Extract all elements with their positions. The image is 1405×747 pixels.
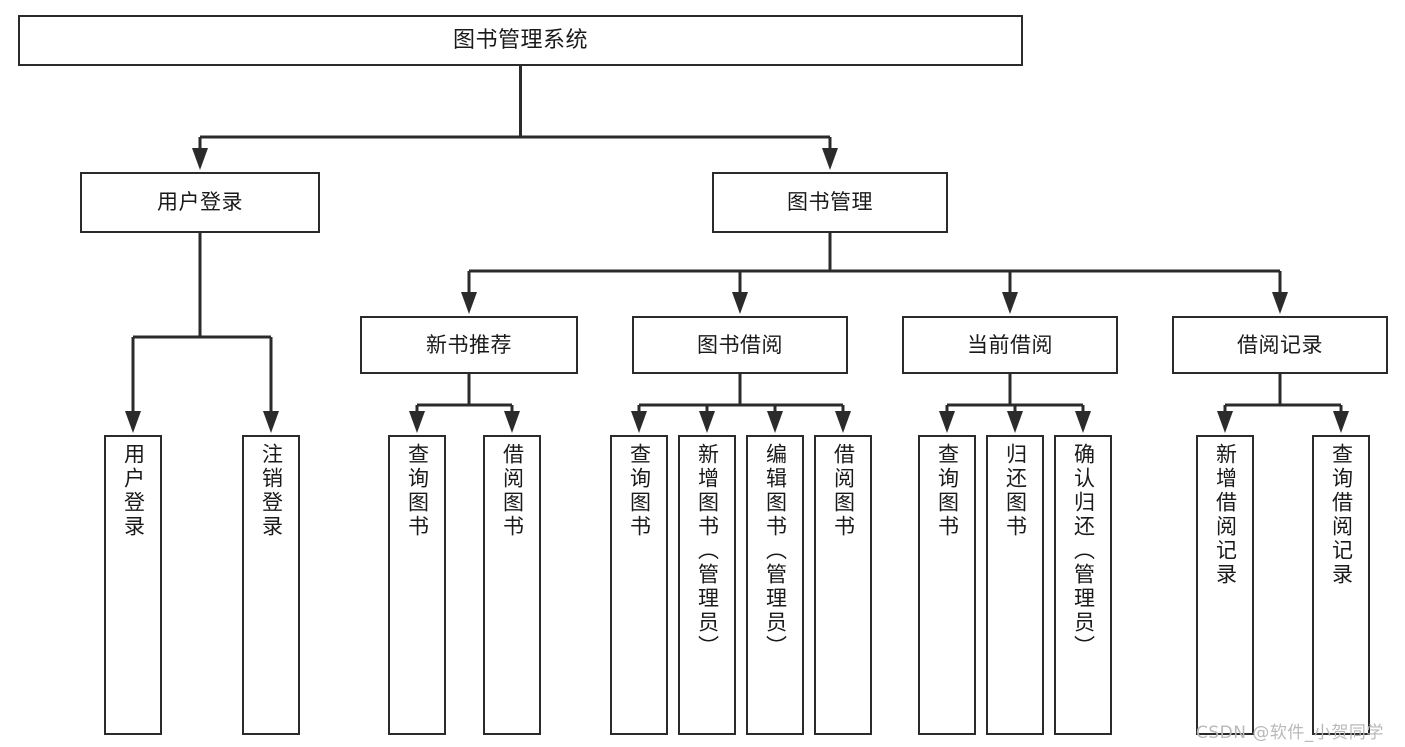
node-root[interactable]: 图书管理系统 — [18, 15, 1023, 66]
node-label-l-cu-confirm: 确认归还（管理员） — [1071, 443, 1096, 659]
arrowhead-l-cu-query — [939, 411, 955, 433]
arrowhead-bookmgmt — [822, 148, 838, 170]
arrowhead-l-nb-query — [409, 411, 425, 433]
node-l-bw-add[interactable]: 新增图书（管理员） — [678, 435, 736, 735]
node-label-l-nb-query: 查询图书 — [405, 443, 430, 539]
node-bookmgmt[interactable]: 图书管理 — [712, 172, 948, 233]
arrowhead-l-login — [125, 411, 141, 433]
node-newbook[interactable]: 新书推荐 — [360, 316, 578, 374]
node-l-nb-query[interactable]: 查询图书 — [388, 435, 446, 735]
node-label-borrow: 图书借阅 — [697, 332, 783, 357]
node-records[interactable]: 借阅记录 — [1172, 316, 1388, 374]
arrowhead-records — [1272, 292, 1288, 314]
arrowhead-l-bw-edit — [767, 411, 783, 433]
node-l-rc-add[interactable]: 新增借阅记录 — [1196, 435, 1254, 735]
node-l-bw-lend[interactable]: 借阅图书 — [814, 435, 872, 735]
arrowhead-l-bw-lend — [835, 411, 851, 433]
node-label-l-rc-query: 查询借阅记录 — [1329, 443, 1354, 587]
node-borrow[interactable]: 图书借阅 — [632, 316, 848, 374]
arrowhead-newbook — [461, 292, 477, 314]
node-label-l-cu-return: 归还图书 — [1003, 443, 1028, 539]
arrowhead-current — [1002, 292, 1018, 314]
node-label-l-login: 用户登录 — [121, 443, 146, 539]
node-label-l-cu-query: 查询图书 — [935, 443, 960, 539]
node-label-root: 图书管理系统 — [452, 27, 588, 53]
node-label-current: 当前借阅 — [967, 332, 1053, 357]
node-l-cu-return[interactable]: 归还图书 — [986, 435, 1044, 735]
node-label-records: 借阅记录 — [1237, 332, 1323, 357]
node-l-nb-borrow[interactable]: 借阅图书 — [483, 435, 541, 735]
arrowhead-l-rc-query — [1333, 411, 1349, 433]
node-l-cu-query[interactable]: 查询图书 — [918, 435, 976, 735]
arrowhead-l-bw-add — [699, 411, 715, 433]
node-label-l-rc-add: 新增借阅记录 — [1213, 443, 1238, 587]
node-l-bw-query[interactable]: 查询图书 — [610, 435, 668, 735]
node-l-bw-edit[interactable]: 编辑图书（管理员） — [746, 435, 804, 735]
arrowhead-login — [192, 148, 208, 170]
node-label-l-bw-edit: 编辑图书（管理员） — [763, 443, 788, 659]
node-label-newbook: 新书推荐 — [426, 332, 512, 357]
arrowhead-l-bw-query — [631, 411, 647, 433]
node-login[interactable]: 用户登录 — [80, 172, 320, 233]
arrowhead-l-rc-add — [1217, 411, 1233, 433]
node-label-bookmgmt: 图书管理 — [787, 190, 873, 215]
arrowhead-l-logout — [263, 411, 279, 433]
arrowhead-l-cu-confirm — [1075, 411, 1091, 433]
node-current[interactable]: 当前借阅 — [902, 316, 1118, 374]
node-l-logout[interactable]: 注销登录 — [242, 435, 300, 735]
arrowhead-l-nb-borrow — [504, 411, 520, 433]
node-label-login: 用户登录 — [157, 190, 243, 215]
watermark: CSDN @软件_小贺同学 — [1196, 723, 1384, 743]
node-label-l-logout: 注销登录 — [259, 443, 284, 539]
node-label-l-bw-add: 新增图书（管理员） — [695, 443, 720, 659]
arrowhead-borrow — [732, 292, 748, 314]
node-l-rc-query[interactable]: 查询借阅记录 — [1312, 435, 1370, 735]
node-l-login[interactable]: 用户登录 — [104, 435, 162, 735]
arrowhead-l-cu-return — [1007, 411, 1023, 433]
node-label-l-bw-query: 查询图书 — [627, 443, 652, 539]
node-label-l-nb-borrow: 借阅图书 — [500, 443, 525, 539]
node-label-l-bw-lend: 借阅图书 — [831, 443, 856, 539]
node-l-cu-confirm[interactable]: 确认归还（管理员） — [1054, 435, 1112, 735]
